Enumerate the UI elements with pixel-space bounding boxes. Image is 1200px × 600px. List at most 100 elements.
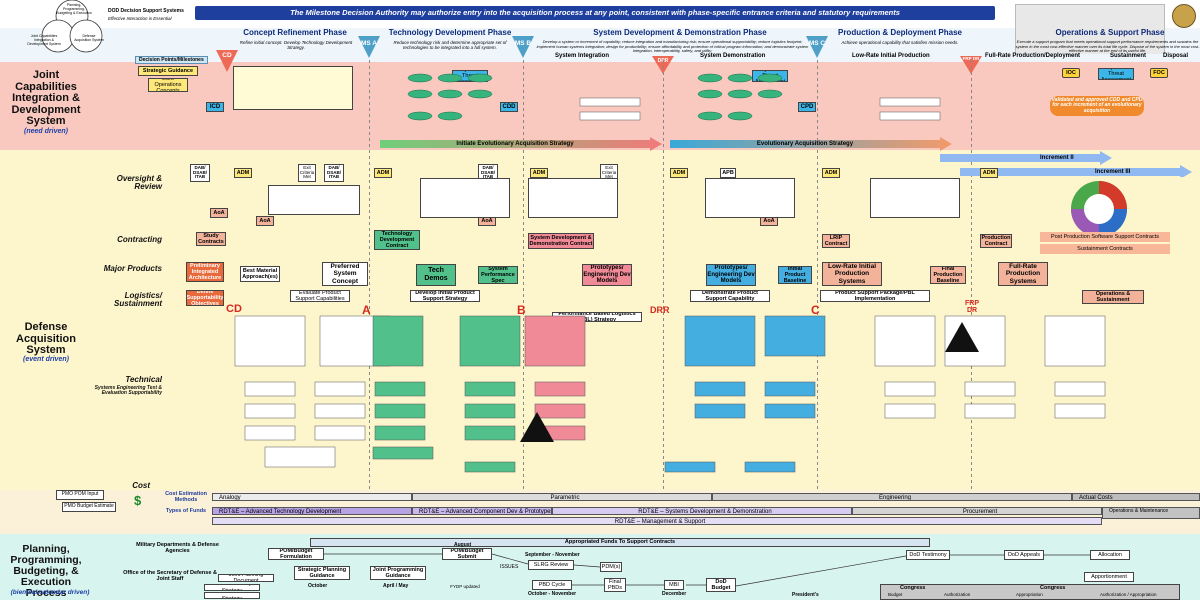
system-threat-assessment-3[interactable]: System Threat Assessment — [1098, 68, 1134, 80]
pmo-pom-input-box[interactable]: PMO POM Input — [56, 490, 104, 500]
letter-drr: DRR — [650, 305, 670, 315]
fund-rdte-mgmt: RDT&E – Management & Support — [212, 517, 1102, 525]
letter-a: A — [362, 303, 371, 317]
develop-initial-support-box[interactable]: Develop Initial Product Support Strategy — [410, 290, 480, 302]
phase-desc-ops: Execute a support program that meets ope… — [1015, 40, 1200, 54]
milestone-b — [512, 36, 534, 58]
milestone-frp-label: FRP DR — [962, 56, 980, 61]
dollar-icon: $ — [134, 493, 142, 508]
final-baseline-box[interactable]: Final Production Baseline — [930, 266, 966, 284]
prelim-architecture-box[interactable]: Preliminary Integrated Architecture — [186, 262, 224, 282]
timeline-august: August — [454, 542, 472, 548]
adm-box-2[interactable]: ADM — [374, 168, 392, 178]
cost-actual: Actual Costs — [1072, 493, 1200, 501]
banner-text: The Milestone Decision Authority may aut… — [290, 8, 900, 17]
adm-box-4[interactable]: ADM — [670, 168, 688, 178]
military-depts-label: Military Departments & Defense Agencies — [136, 542, 219, 554]
pmo-budget-estimate-box[interactable]: PMO Budget Estimate — [62, 502, 116, 512]
phase-desc-tech: Reduce technology risk and determine app… — [393, 40, 507, 51]
issues-label: ISSUES — [500, 564, 519, 570]
pbd-cycle-box[interactable]: PBD Cycle — [532, 580, 572, 590]
apb-box[interactable]: APB — [720, 168, 736, 178]
national-defense-strategy-box[interactable]: National Defense Strategy — [204, 592, 260, 599]
system-perf-spec-box[interactable]: System Performance Spec — [478, 266, 518, 284]
final-pbds-box[interactable]: Final PBDs — [604, 578, 626, 592]
cost-methods-label: Cost Estimation Methods — [165, 491, 207, 503]
milestone-c — [806, 36, 828, 58]
joint-ops-concepts-box[interactable]: Joint Operations Concepts — [148, 78, 188, 92]
adm-box-5[interactable]: ADM — [822, 168, 840, 178]
preferred-system-concept-box[interactable]: Preferred System Concept — [322, 262, 368, 286]
aoa-box-2[interactable]: AoA — [256, 216, 274, 226]
adm-box-6[interactable]: ADM — [980, 168, 998, 178]
tech-dev-contract-box[interactable]: Technology Development Contract — [374, 230, 420, 250]
national-military-strategy-box[interactable]: National Military Strategy — [204, 584, 260, 591]
congress-appropriation-label: Appropriation — [1016, 592, 1043, 597]
dod-budget-box[interactable]: DoD Budget — [706, 578, 736, 592]
subphase-system-demonstration: System Demonstration — [700, 53, 766, 59]
define-supportability-box[interactable]: Define Supportability Objectives — [186, 290, 224, 306]
prototypes-box-1[interactable]: Prototypes/ Engineering Dev Models — [582, 264, 632, 286]
strategic-planning-guidance-box[interactable]: Strategic Planning Guidance — [294, 566, 350, 580]
adm-box-3[interactable]: ADM — [530, 168, 548, 178]
dab-box-1[interactable]: DAB/ DSAB/ ITAB — [190, 164, 210, 182]
lrip-systems-box[interactable]: Low-Rate Initial Production Systems — [822, 262, 882, 286]
demonstrate-support-box[interactable]: Demonstrate Product Support Capability — [690, 290, 770, 302]
cpd-box[interactable]: CPD — [798, 102, 816, 112]
row-note-ppbe: (biennial calendar driven) — [10, 589, 90, 596]
adm-box-1[interactable]: ADM — [234, 168, 252, 178]
pom-formulation-box[interactable]: POM/Budget Formulation — [268, 548, 324, 560]
cost-parametric: Parametric — [412, 493, 712, 501]
strategic-guidance-box[interactable]: Strategic Guidance — [138, 66, 198, 76]
cost-engineering: Engineering — [712, 493, 1072, 501]
ppbe-flow-arrows — [324, 553, 1090, 587]
dod-appeals-box[interactable]: DoD Appeals — [1004, 550, 1044, 560]
sdd-contract-box[interactable]: System Development & Demonstration Contr… — [528, 233, 594, 249]
exit-criteria-1[interactable]: Exit Criteria Met — [298, 164, 316, 182]
separator-ms-a — [369, 60, 370, 490]
frp-systems-box[interactable]: Full-Rate Production Systems — [998, 262, 1048, 286]
phase-sdd: System Development & Demonstration Phase — [593, 28, 767, 37]
cdd-box[interactable]: CDD — [500, 102, 518, 112]
ops-sustainment-box[interactable]: Operations & Sustainment — [1082, 290, 1144, 304]
exit-criteria-2[interactable]: Exit Criteria Met — [600, 164, 618, 182]
production-contract-box[interactable]: Production Contract — [980, 234, 1012, 248]
jcids-analysis-clusters — [407, 73, 941, 121]
lrip-contract-box[interactable]: LRIP Contract — [822, 234, 850, 248]
presidents-label: President's — [792, 592, 819, 598]
legend-dod-decision: DOD Decision Support Systems — [108, 8, 184, 14]
best-material-approach-box[interactable]: Best Material Approach(es) — [240, 266, 280, 282]
fund-rdte-acd: RDT&E – Advanced Component Dev & Prototy… — [412, 507, 552, 515]
dab-box-2[interactable]: DAB/ DSAB/ ITAB — [324, 164, 344, 182]
congress-budget-label: Budget — [888, 592, 903, 597]
prototypes-box-2[interactable]: Prototypes/ Engineering Dev Models — [706, 264, 756, 286]
strategy-arrows — [380, 137, 1192, 177]
label-technical: Technical — [125, 375, 162, 384]
fund-procurement: Procurement — [852, 507, 1102, 515]
life-cycle-wheel — [1071, 181, 1127, 237]
joint-programming-guidance-box[interactable]: Joint Programming Guidance — [370, 566, 426, 580]
evaluate-support-box[interactable]: Evaluate Product Support Capabilities — [290, 290, 350, 302]
icd-box[interactable]: ICD — [206, 102, 224, 112]
aoa-box-1[interactable]: AoA — [210, 208, 228, 218]
subphase-system-integration: System Integration — [555, 53, 610, 59]
legend-jcids: Joint Capabilities Integration & Develop… — [27, 34, 61, 46]
pom-submit-box[interactable]: POM/Budget Submit — [442, 548, 492, 560]
oversight-review-panel — [528, 178, 618, 218]
apportionment-box[interactable]: Apportionment — [1084, 572, 1134, 582]
technical-process-graphics — [234, 315, 1106, 473]
milestone-c-label: MS C — [808, 40, 826, 47]
allocation-box[interactable]: Allocation — [1090, 550, 1130, 560]
study-contracts-box[interactable]: Study Contracts — [196, 232, 226, 246]
mbi-box[interactable]: MBI — [664, 580, 684, 590]
joint-planning-doc-box[interactable]: Joint Planning Document — [218, 574, 274, 582]
initial-product-baseline-box[interactable]: Initial Product Baseline — [778, 266, 812, 284]
label-technical-sub: Systems Engineering Test & Evaluation Su… — [94, 385, 162, 397]
timeline-october: October — [308, 583, 328, 589]
pdm-box[interactable]: PDM(s) — [600, 562, 622, 572]
tech-demos-box[interactable]: Tech Demos — [416, 264, 456, 286]
support-package-box[interactable]: Product Support Package/PBL Implementati… — [820, 290, 930, 302]
slrg-review-box[interactable]: SLRG Review — [528, 560, 574, 570]
acq-strategy-panel-1 — [420, 178, 510, 218]
dod-testimony-box[interactable]: DoD Testimony — [906, 550, 950, 560]
